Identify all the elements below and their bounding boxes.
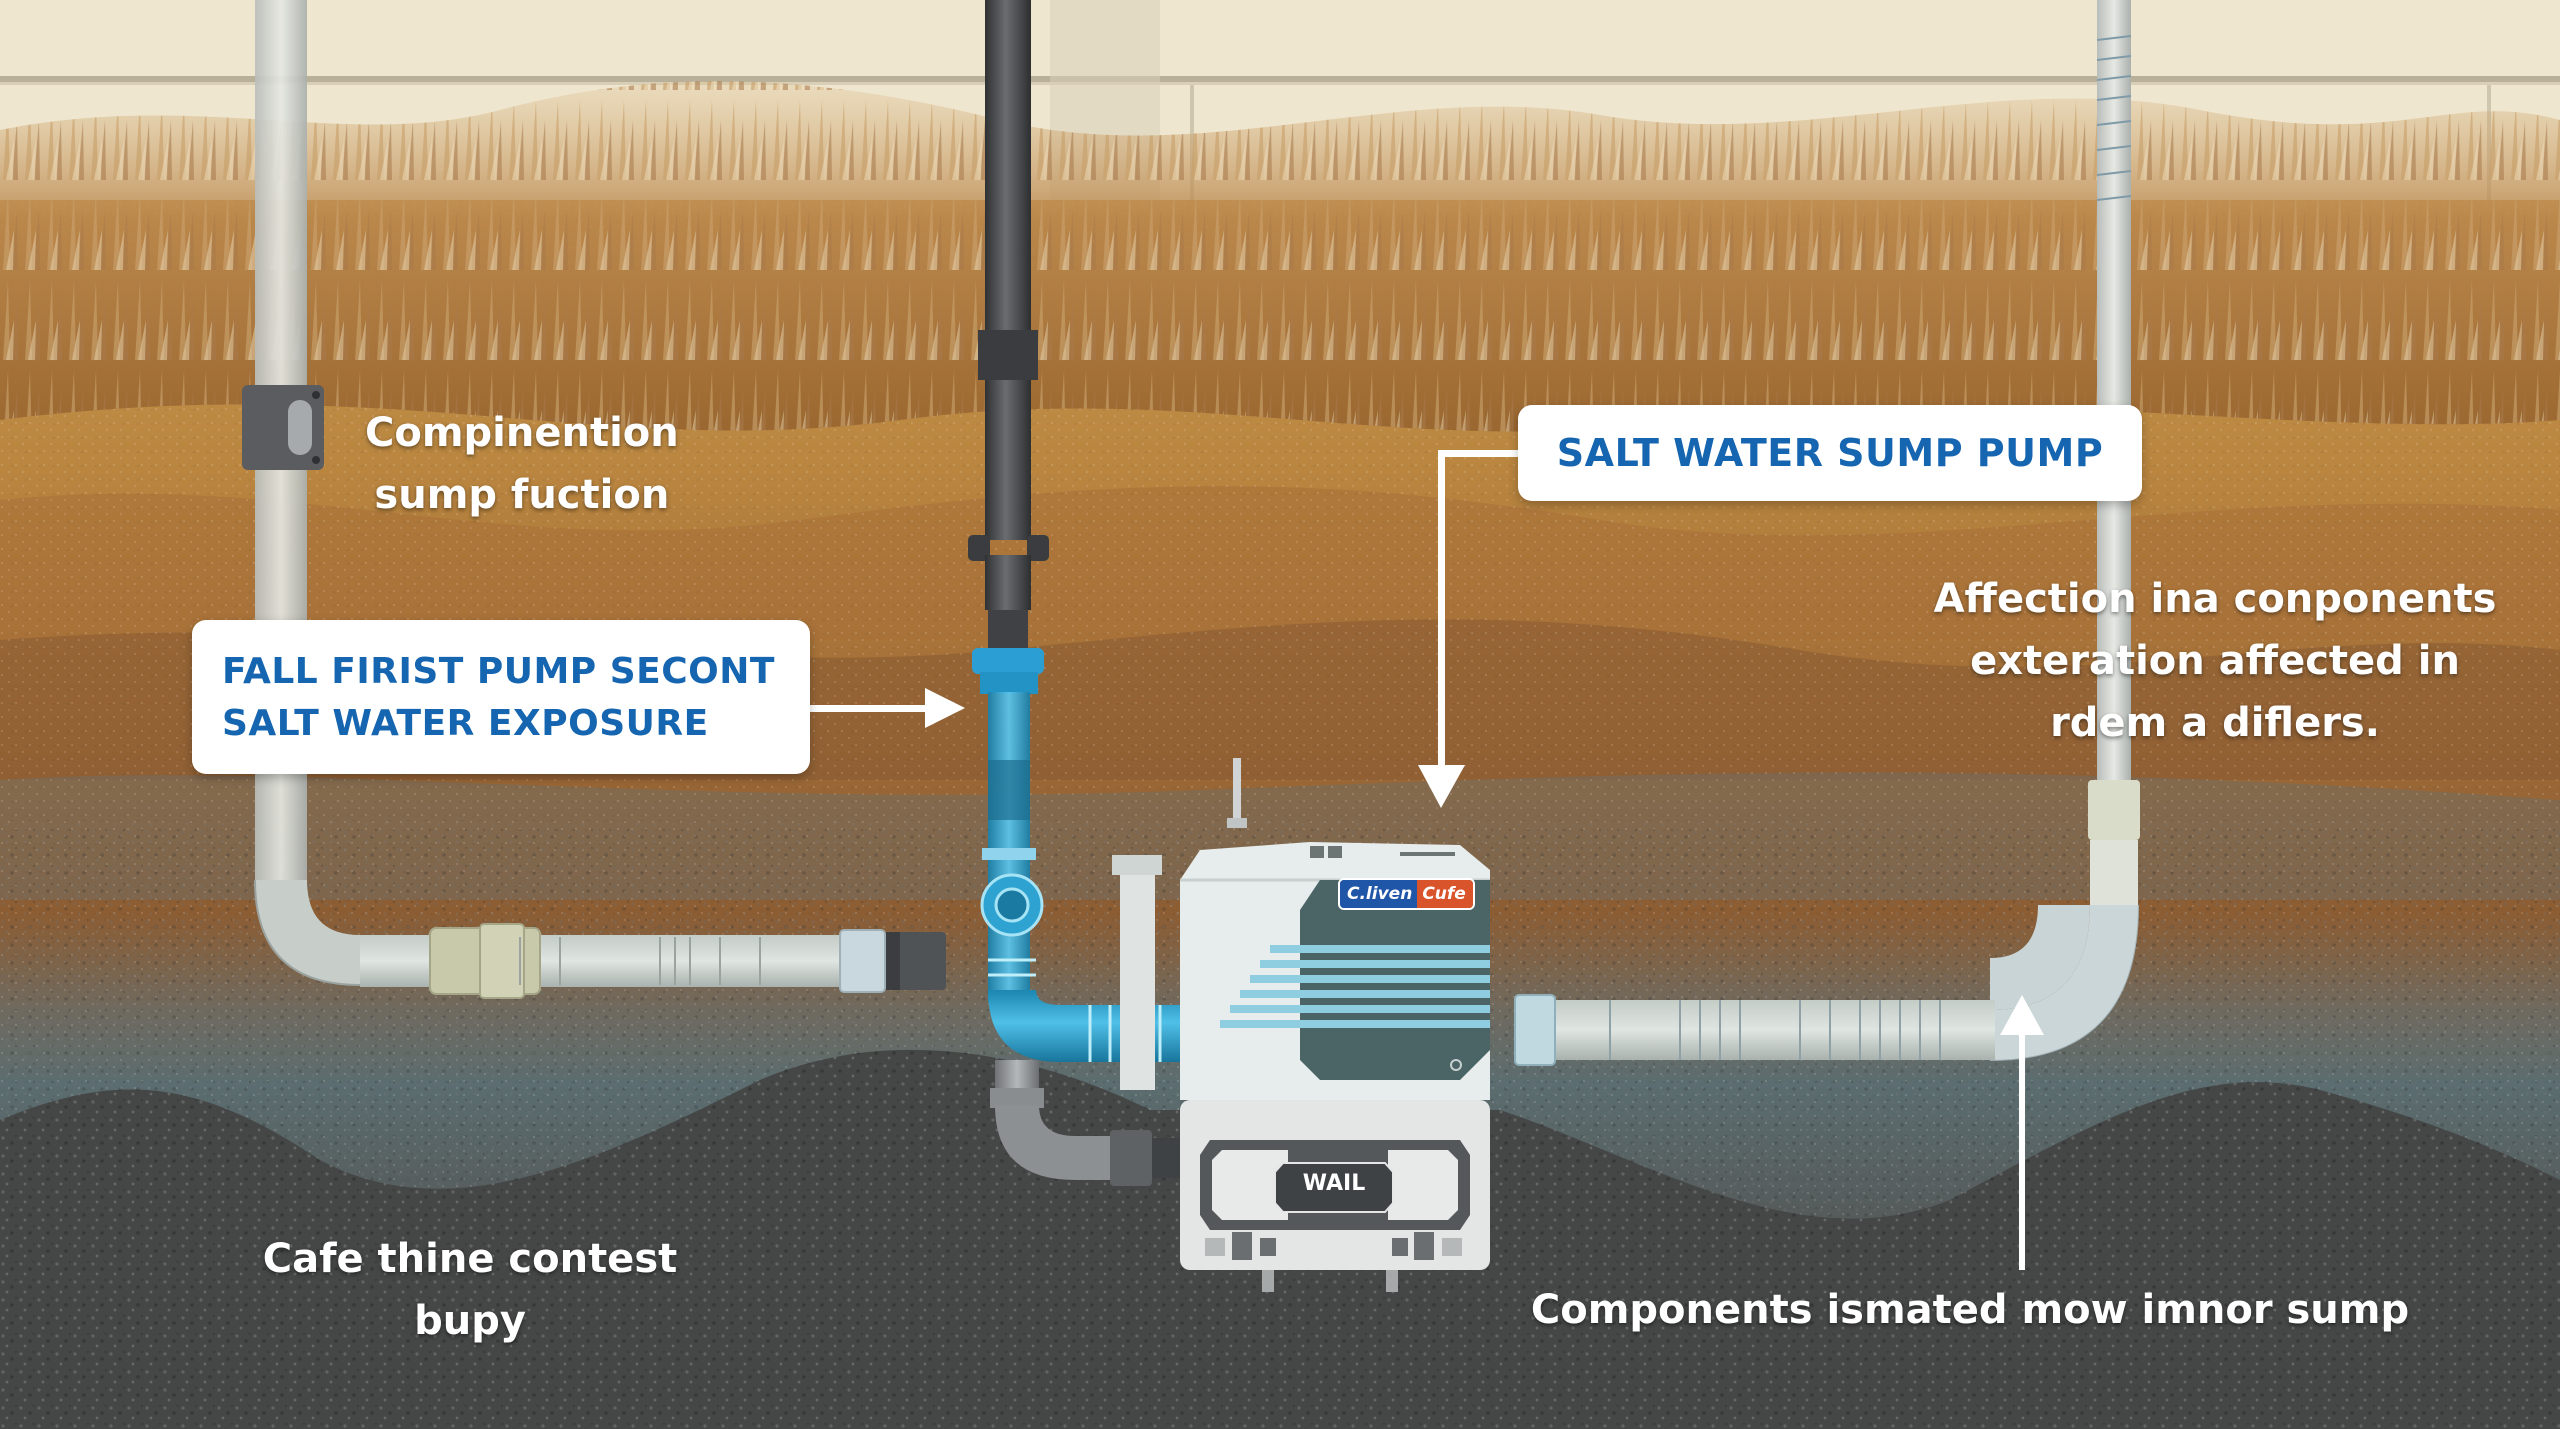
grey-discharge-elbow xyxy=(990,1060,1180,1186)
callout-salt-water-sump-pump: SALT WATER SUMP PUMP xyxy=(1518,405,2142,501)
label-affection-line2: exteration affected in xyxy=(1970,638,2460,684)
label-compinention: Compinention sump fuction xyxy=(365,402,679,526)
central-dark-pipe xyxy=(968,0,1049,648)
callout-exposure-line2: SALT WATER EXPOSURE xyxy=(222,703,709,744)
arrow-up-icon xyxy=(2000,995,2044,1270)
callout-exposure-line1: FALL FIRIST PUMP SECONT xyxy=(222,651,775,692)
label-compinention-line1: Compinention xyxy=(365,410,679,456)
arrow-right-icon xyxy=(810,688,965,728)
label-cafe: Cafe thine contest bupy xyxy=(250,1228,690,1352)
callout-pump-text: SALT WATER SUMP PUMP xyxy=(1556,431,2104,475)
pump-brand-badge: C.liven Cufe xyxy=(1338,878,1475,910)
pump-nameplate: WAIL xyxy=(1302,1171,1366,1196)
callout-salt-water-exposure: FALL FIRIST PUMP SECONT SALT WATER EXPOS… xyxy=(192,620,810,774)
label-affection-line3: rdem a diflers. xyxy=(2050,700,2380,746)
pump-brand-part2: Cufe xyxy=(1417,880,1473,908)
label-cafe-line1: Cafe thine contest xyxy=(262,1236,678,1282)
pump-brand-part1: C.liven xyxy=(1340,880,1418,908)
grass-band xyxy=(0,81,2560,432)
label-components-text: Components ismated mow imnor sump xyxy=(1530,1287,2410,1333)
label-compinention-line2: sump fuction xyxy=(374,472,670,518)
left-pipe-clamp xyxy=(242,385,324,470)
arrow-down-icon xyxy=(1418,450,1518,808)
label-affection: Affection ina conponents exteration affe… xyxy=(1905,568,2525,754)
label-affection-line1: Affection ina conponents xyxy=(1933,576,2497,622)
label-components: Components ismated mow imnor sump xyxy=(1530,1280,2410,1340)
label-cafe-line2: bupy xyxy=(414,1298,526,1344)
